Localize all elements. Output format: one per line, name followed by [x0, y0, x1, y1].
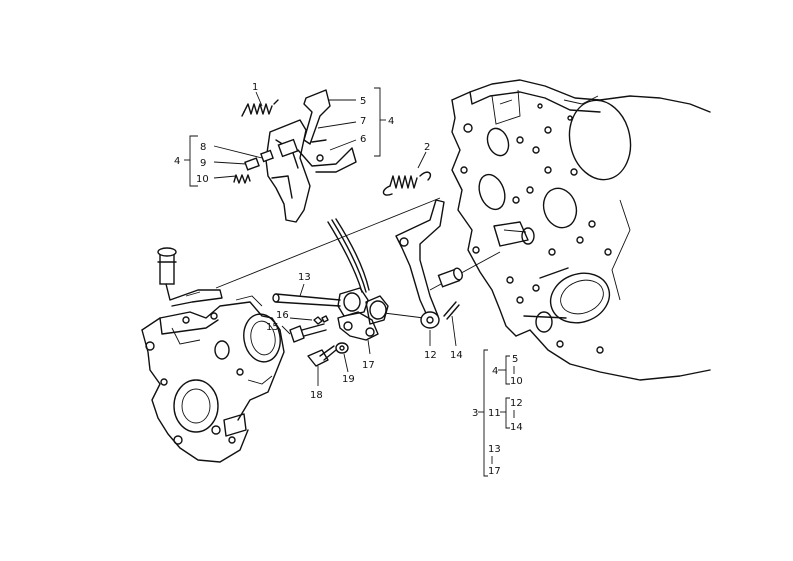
callout-4-left: 4	[174, 156, 180, 167]
spring-part-2	[382, 171, 432, 196]
callout-12: 12	[424, 350, 437, 361]
callout-8: 8	[200, 142, 206, 153]
callout-19: 19	[342, 374, 355, 385]
engine-block-right	[451, 79, 711, 381]
callout-5: 5	[360, 96, 366, 107]
assembly-axis-line-2	[429, 251, 501, 291]
legend-g1-from: 5	[512, 354, 518, 365]
bolt-bushing-group	[272, 287, 389, 367]
callout-16: 16	[276, 310, 289, 321]
lever-part-12	[395, 199, 463, 329]
callout-14: 14	[450, 350, 463, 361]
callout-9: 9	[200, 158, 206, 169]
callout-17: 17	[362, 360, 375, 371]
shift-fork-assembly	[260, 89, 357, 223]
callout-2: 2	[424, 142, 430, 153]
callout-18: 18	[310, 390, 323, 401]
callout-13: 13	[298, 272, 311, 283]
callout-6: 6	[360, 134, 366, 145]
leader-lines	[213, 91, 457, 386]
legend-g2-to: 14	[510, 422, 523, 433]
legend-g3-from: 13	[488, 444, 501, 455]
spring-part-1	[241, 99, 279, 117]
group-bracket-left	[184, 135, 198, 187]
legend-g3-to: 17	[488, 466, 501, 477]
small-parts-9-10	[233, 157, 260, 184]
callout-labels: 1 2 5 4 7 6 4 8 9 10 13 16 15 17 12 14 1…	[174, 82, 463, 401]
callout-4-right: 4	[388, 116, 394, 127]
legend-g2-mid: 11	[488, 408, 501, 419]
group-bracket-right	[374, 87, 386, 157]
legend-g1-parent: 4	[492, 366, 498, 377]
legend-g1-to: 10	[510, 376, 523, 387]
legend-g2-from: 12	[510, 398, 523, 409]
callout-1: 1	[252, 82, 258, 93]
assembly-axis-line	[215, 197, 441, 289]
callout-7: 7	[360, 116, 366, 127]
spring-band	[327, 218, 370, 293]
legend-g2-parent: 3	[472, 408, 478, 419]
callout-15: 15	[266, 322, 279, 333]
callout-10: 10	[196, 174, 209, 185]
gear-housing-left	[141, 247, 285, 463]
assembly-legend: 4 5 10 3 11 12 14 13 17	[472, 349, 523, 477]
